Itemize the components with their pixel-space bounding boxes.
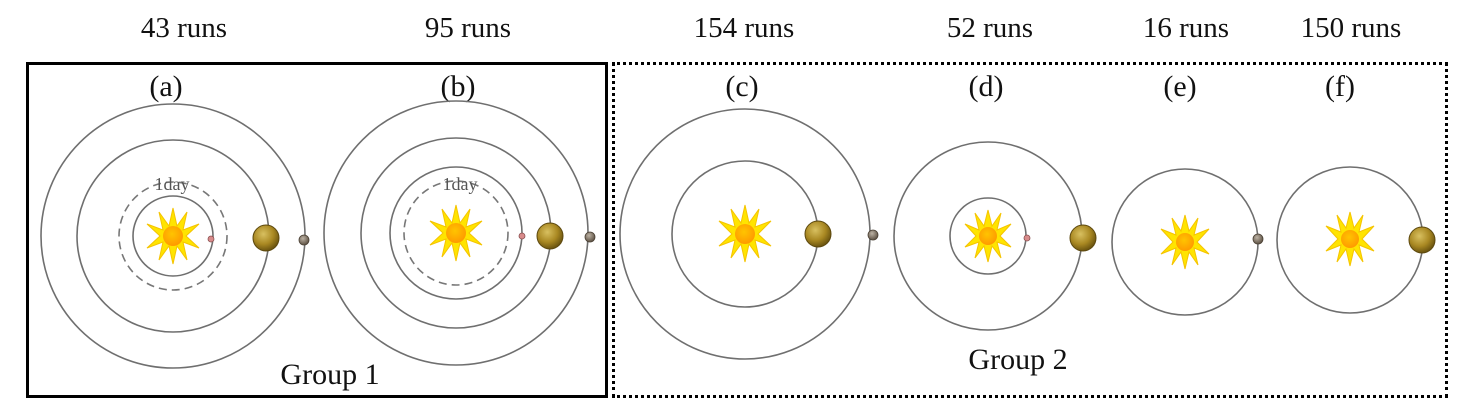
group-2-label: Group 2 (968, 343, 1068, 376)
sun-icon (718, 204, 772, 263)
run-count-a: 43 runs (140, 12, 228, 44)
sun-icon (964, 209, 1012, 263)
sun-icon (1160, 214, 1210, 270)
group-2-box (612, 62, 1448, 398)
one-day-label-a: 1day (155, 174, 190, 194)
orbit-ring (132, 195, 214, 277)
panel-label-f: (f) (1325, 70, 1355, 103)
run-count-c: 154 runs (693, 12, 795, 44)
system-a: 1day (40, 103, 310, 369)
run-count-b: 95 runs (424, 12, 512, 44)
tiny-planet-icon (518, 232, 526, 240)
sun-icon (146, 207, 200, 265)
system-b: 1day (323, 100, 596, 366)
panel-label-d: (d) (968, 70, 1004, 103)
tiny-planet-icon (1023, 234, 1031, 242)
giant-planet-icon (1408, 226, 1436, 254)
giant-planet-icon (804, 220, 832, 248)
one-day-orbit (118, 181, 228, 291)
giant-planet-icon (1069, 224, 1097, 252)
panel-label-c: (c) (725, 70, 759, 103)
small-planet-icon (1252, 233, 1264, 245)
one-day-label-b: 1day (443, 174, 478, 194)
panel-label-e: (e) (1163, 70, 1197, 103)
run-count-f: 150 runs (1300, 12, 1402, 44)
system-d (893, 141, 1097, 331)
small-planet-icon (867, 229, 879, 241)
system-c (619, 108, 879, 360)
one-day-orbit (403, 180, 509, 286)
system-f (1276, 166, 1436, 314)
group-1-box (26, 62, 608, 398)
panel-label-b: (b) (440, 70, 476, 103)
tiny-planet-icon (207, 235, 215, 243)
system-e (1111, 168, 1264, 316)
panel-label-a: (a) (149, 70, 183, 103)
small-planet-icon (298, 234, 310, 246)
run-count-e: 16 runs (1142, 12, 1230, 44)
small-planet-icon (584, 231, 596, 243)
giant-planet-icon (252, 224, 280, 252)
run-count-d: 52 runs (946, 12, 1034, 44)
group-1-label: Group 1 (280, 358, 380, 391)
sun-icon (1325, 211, 1375, 267)
giant-planet-icon (536, 222, 564, 250)
sun-icon (429, 204, 483, 262)
